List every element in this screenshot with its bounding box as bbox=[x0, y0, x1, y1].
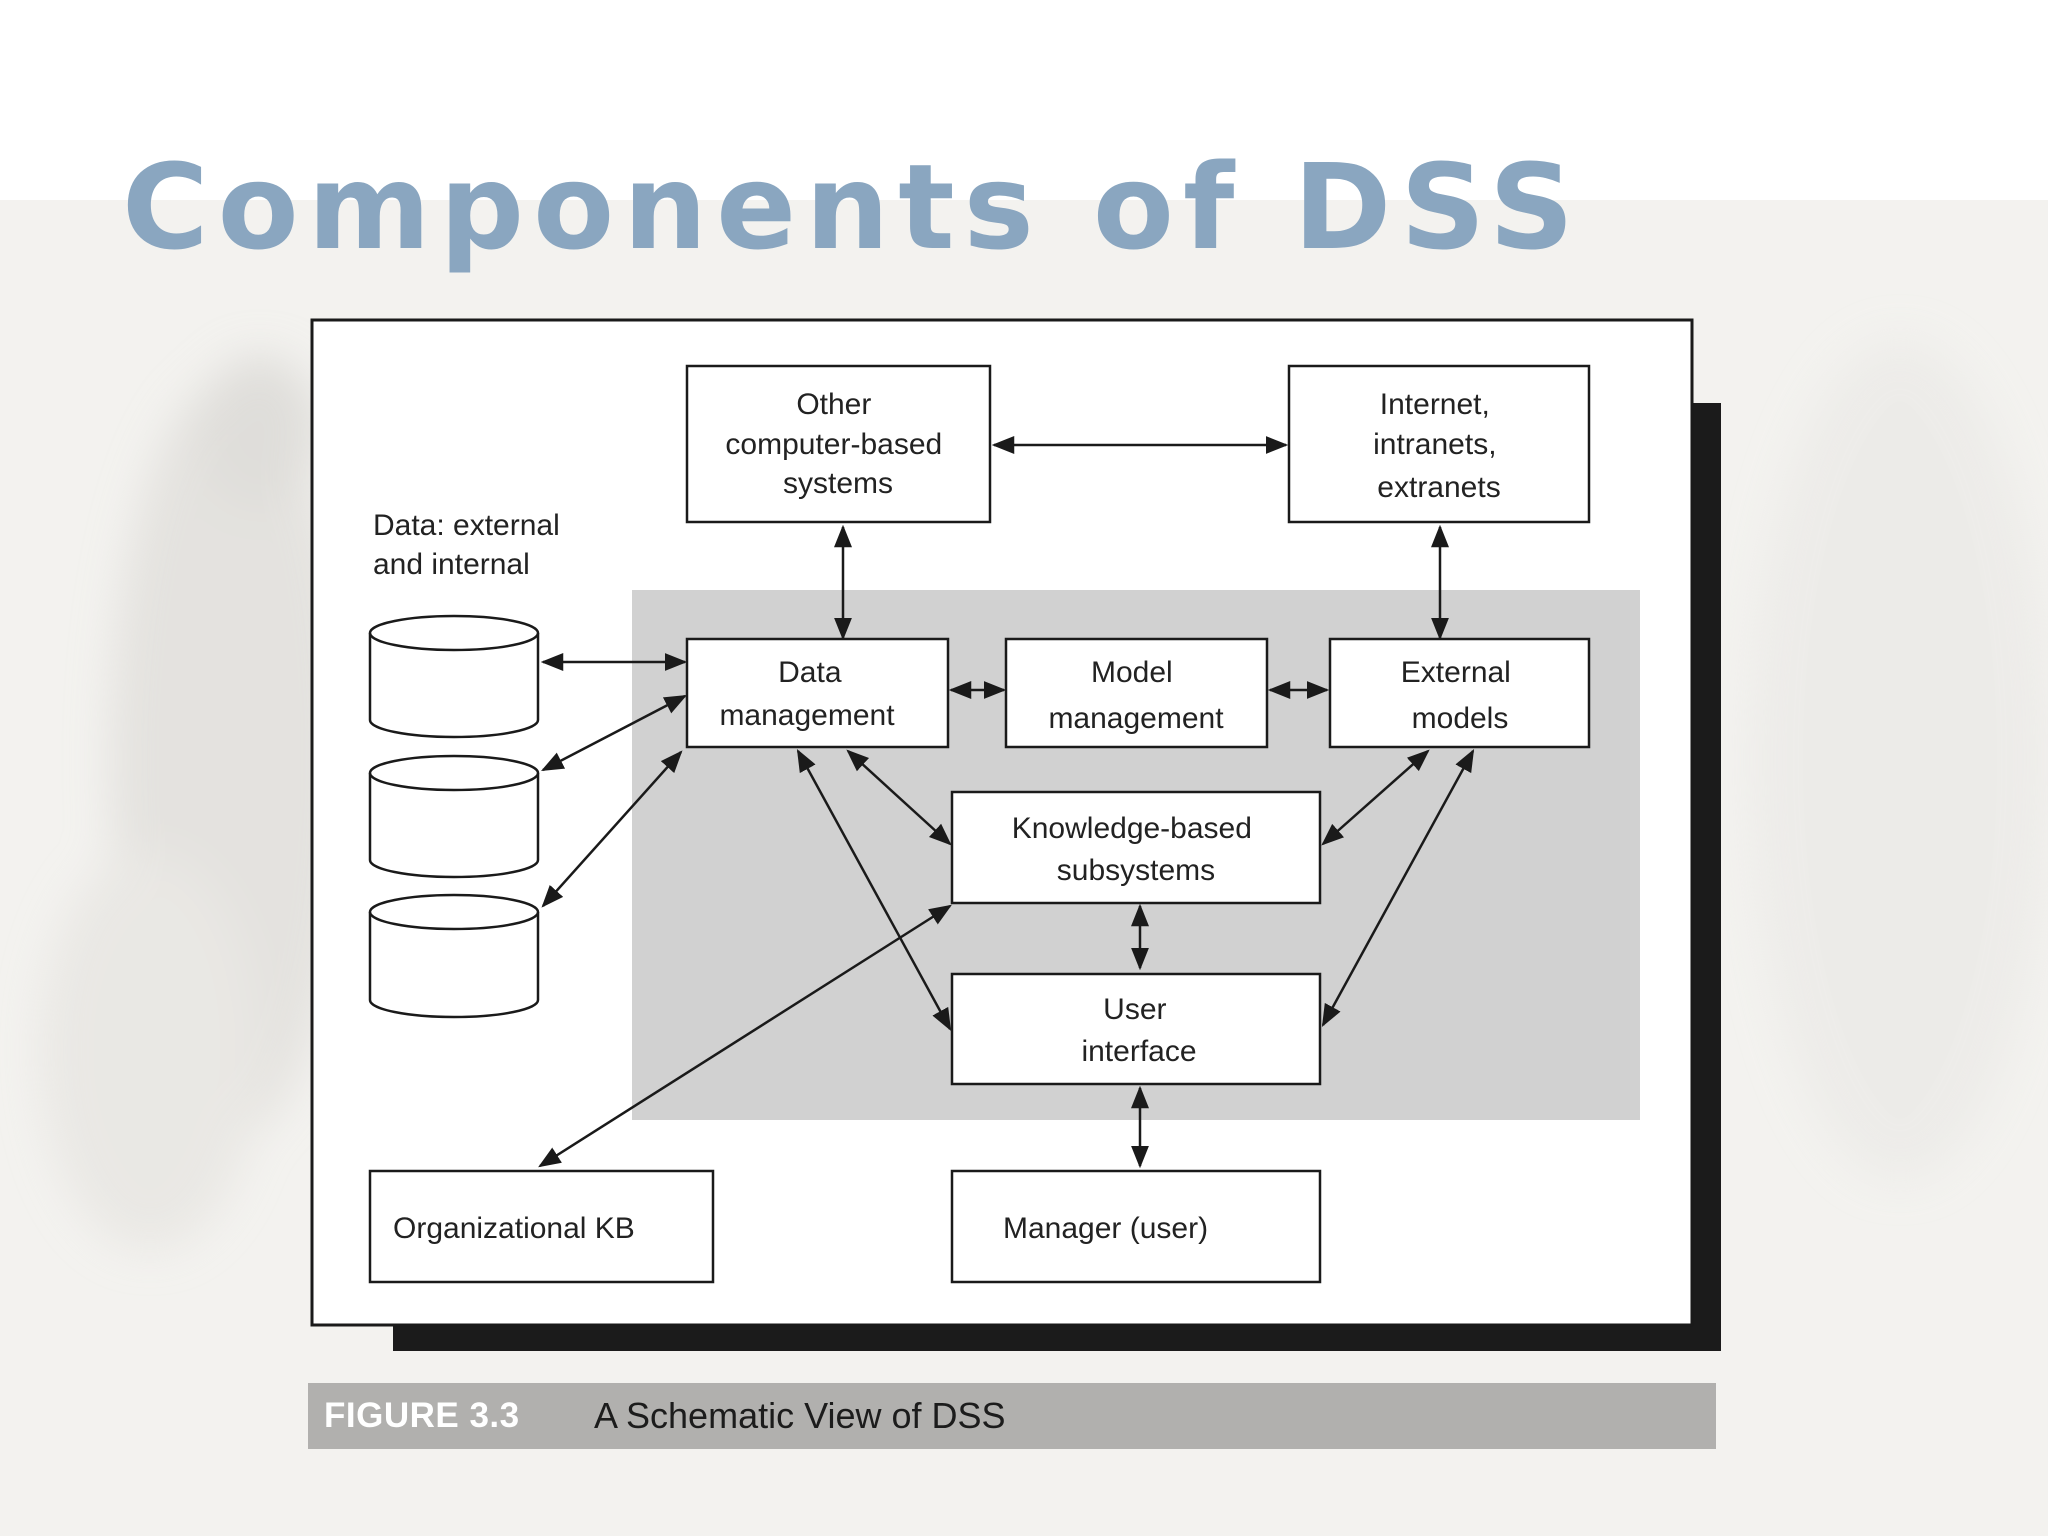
node-label-line: Data bbox=[778, 656, 842, 689]
node-label-line: External bbox=[1401, 656, 1511, 689]
data-store-label-line: Data: external bbox=[373, 509, 560, 542]
data-store-label: Data: external and internal bbox=[373, 509, 568, 581]
node-label-line: computer-based bbox=[725, 428, 942, 461]
node-label-line: extranets bbox=[1377, 471, 1500, 504]
slide-title: Components of DSS bbox=[122, 138, 1584, 276]
node-external-models: External models bbox=[1328, 637, 1591, 749]
figure-label: FIGURE 3.3 bbox=[324, 1396, 520, 1435]
database-icon bbox=[368, 614, 540, 739]
node-organizational-kb: Organizational KB bbox=[368, 1169, 715, 1284]
svg-text:Model management: Model management bbox=[1048, 656, 1224, 735]
data-store-label-line: and internal bbox=[373, 548, 530, 581]
node-internet: Internet, intranets, extranets bbox=[1287, 364, 1591, 524]
node-label-line: Knowledge-based bbox=[1012, 812, 1252, 845]
arrow-knowledge-orgkb bbox=[538, 904, 952, 1168]
node-label-line: Other bbox=[796, 388, 871, 421]
database-icon bbox=[368, 893, 540, 1019]
node-label-line: subsystems bbox=[1057, 854, 1215, 887]
node-label-line: interface bbox=[1081, 1035, 1196, 1068]
node-data-management: Data management bbox=[685, 637, 950, 749]
node-label-line: intranets, bbox=[1373, 428, 1496, 461]
node-label-line: User bbox=[1103, 993, 1166, 1026]
node-label-line: management bbox=[1048, 702, 1224, 735]
node-other-systems: Other computer-based systems bbox=[685, 364, 992, 524]
data-store-cylinders bbox=[368, 614, 540, 1019]
arrow-db3-data bbox=[541, 750, 683, 908]
node-user-interface: User interface bbox=[950, 972, 1322, 1086]
node-label-line: models bbox=[1412, 702, 1509, 735]
node-label-line: Organizational KB bbox=[393, 1212, 635, 1245]
node-label-line: systems bbox=[783, 467, 893, 500]
arrow-external-ui bbox=[1321, 749, 1475, 1027]
node-label-line: Manager (user) bbox=[1003, 1212, 1208, 1245]
svg-text:Other computer-based: Other computer-based systems bbox=[725, 388, 950, 500]
svg-text:External models: External models bbox=[1401, 656, 1519, 735]
svg-text:Knowledge-based subsyste: Knowledge-based subsystems bbox=[1012, 812, 1261, 887]
node-label-line: management bbox=[719, 699, 895, 732]
database-icon bbox=[368, 754, 540, 879]
svg-text:User interface: User interface bbox=[1081, 993, 1196, 1068]
node-label-line: Internet, bbox=[1380, 388, 1490, 421]
svg-text:Data management: Data management bbox=[719, 656, 895, 732]
node-knowledge-subsystems: Knowledge-based subsystems bbox=[950, 790, 1322, 905]
node-model-management: Model management bbox=[1004, 637, 1269, 749]
node-label-line: Model bbox=[1091, 656, 1173, 689]
figure-caption: A Schematic View of DSS bbox=[594, 1395, 1006, 1436]
node-manager: Manager (user) bbox=[950, 1169, 1322, 1284]
figure-caption-bar: FIGURE 3.3 A Schematic View of DSS bbox=[308, 1383, 1716, 1449]
svg-text:Internet, intranets,: Internet, intranets, extranets bbox=[1373, 388, 1505, 504]
connectors bbox=[538, 436, 1475, 1169]
